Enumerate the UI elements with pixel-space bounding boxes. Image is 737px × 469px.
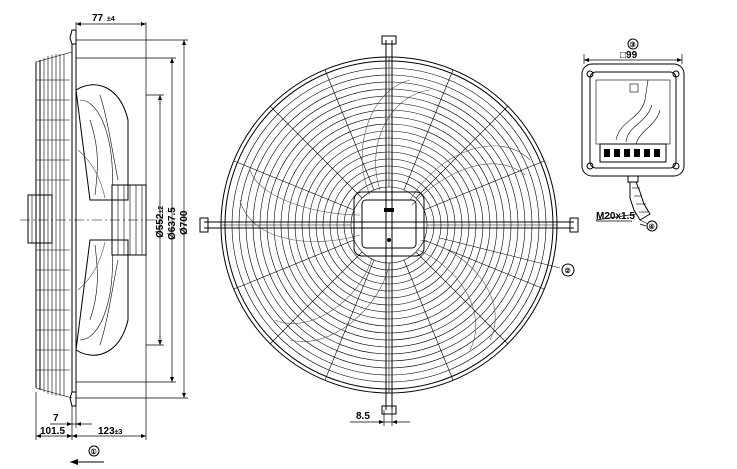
airflow-arrow: ① (70, 445, 104, 465)
callout-3: ③ (630, 41, 636, 49)
terminal-box-view: ③ □99 (581, 38, 685, 232)
dim-77-tolerance: ±4 (107, 16, 115, 23)
dim-123: 123±3 (98, 426, 123, 437)
guard-spokes (221, 57, 557, 393)
left-mount-foot (199, 217, 209, 233)
terminal-box-housing (581, 63, 685, 177)
top-mount-foot (381, 35, 397, 45)
callout-1: ① (91, 448, 97, 456)
gland-thread-label: M20x1.5 (596, 211, 635, 222)
dim-8-5: 8.5 (356, 411, 370, 422)
right-mount-foot (569, 217, 579, 233)
dim-77: 77 (92, 13, 104, 24)
side-view: 77 ±4 Ø552±2 Ø637.5 Ø700 7 101.5 123±3 (20, 13, 190, 465)
bottom-mount-foot (381, 405, 397, 415)
dim-101-5: 101.5 (40, 426, 65, 437)
dim-diameter-637-5: Ø637.5 (167, 207, 178, 240)
callout-2: ② (565, 267, 571, 275)
cable-gland (627, 175, 651, 225)
dim-box-99: □99 (620, 50, 638, 61)
front-view: ② 8.5 (199, 35, 579, 426)
side-guard-grille (27, 51, 73, 399)
callout-4: ④ (649, 223, 655, 231)
impeller-blades (239, 79, 531, 351)
dim-diameter-700: Ø700 (179, 210, 190, 235)
dim-7: 7 (53, 413, 59, 424)
motor-hub (353, 191, 425, 257)
dim-diameter-552: Ø552±2 (155, 206, 166, 238)
